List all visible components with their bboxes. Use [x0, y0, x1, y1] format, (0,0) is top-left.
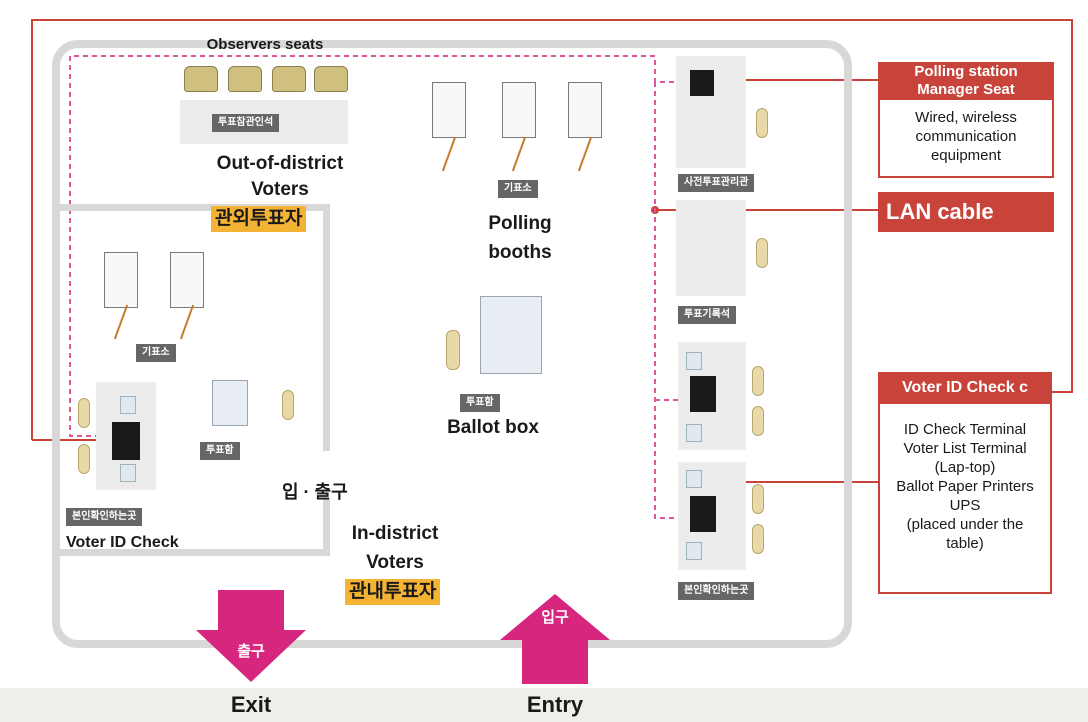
inner-wall-vertical-upper: [323, 211, 330, 451]
voter-id-check-body-line: ID Check Terminal: [903, 421, 1027, 438]
chair: [752, 406, 764, 436]
record-desk-label: 투표기록석: [678, 306, 736, 324]
voter-id-check-body-line: Voter List Terminal: [903, 440, 1027, 457]
in-district-line1: In-district: [351, 523, 439, 544]
chair: [752, 524, 764, 554]
chair: [282, 390, 294, 420]
ballot-printer: [686, 352, 702, 370]
inner-wall-bottom: [60, 549, 330, 556]
polling-booth: [568, 82, 602, 138]
entry-caption: Entry: [526, 692, 584, 717]
chair: [756, 108, 768, 138]
left-booths-label-ko: 기표소: [136, 344, 176, 362]
voter-id-check-title: Voter ID Check c: [878, 372, 1052, 404]
polling-booth: [502, 82, 536, 138]
voter-id-check-body-line: UPS: [949, 497, 981, 514]
ballot-printer: [686, 542, 702, 560]
chair: [78, 398, 90, 428]
id-check-terminal: [690, 496, 716, 532]
entry-arrow-label: 입구: [541, 609, 569, 626]
observer-seat: [314, 66, 348, 92]
voter-id-check-box: [878, 372, 1052, 594]
bottom-band: [0, 688, 1088, 722]
manager-seat-title: Polling station Manager Seat: [878, 62, 1054, 100]
polling-booth: [432, 82, 466, 138]
exit-caption: Exit: [230, 692, 272, 717]
manager-seat-body: Wired, wireless communication equipment: [880, 108, 1052, 165]
chair: [446, 330, 460, 370]
inner-wall-vertical-lower: [323, 498, 330, 556]
observer-seat: [184, 66, 218, 92]
ballot-printer: [686, 424, 702, 442]
polling-booths-line2: booths: [488, 242, 552, 263]
polling-booths-line1: Polling: [488, 213, 552, 234]
manager-seat-body-line: Wired, wireless: [915, 109, 1017, 126]
observer-seat: [272, 66, 306, 92]
voter-id-check-body-line: table): [946, 535, 984, 552]
manager-desk-label: 사전투표관리관: [678, 174, 755, 192]
polling-booth: [170, 252, 204, 308]
left-id-check-label-ko: 본인확인하는곳: [66, 508, 143, 526]
observer-seat: [228, 66, 262, 92]
lan-dashed-network: [69, 55, 690, 437]
center-ballot-box: [480, 296, 542, 374]
voter-id-check-body-line: (Lap-top): [934, 459, 996, 476]
manager-seat-title-line2: Manager Seat: [917, 81, 1015, 98]
exit-arrow-icon: [196, 590, 306, 682]
doorway-label: 입 · 출구: [282, 482, 348, 502]
record-desk: [676, 200, 746, 296]
ballot-printer: [120, 396, 136, 414]
polling-hall-wall: [52, 40, 852, 648]
polling-booth: [104, 252, 138, 308]
chair: [756, 238, 768, 268]
voter-id-check-body-line: Ballot Paper Printers: [896, 478, 1034, 495]
chair: [752, 484, 764, 514]
lan-cable-label: LAN cable: [878, 192, 1054, 232]
in-district-line2: Voters: [366, 552, 424, 573]
exit-arrow-label: 출구: [237, 643, 265, 660]
in-district-korean: 관내투표자: [345, 579, 441, 605]
center-ballot-box-label-en: Ballot box: [447, 417, 539, 438]
ballot-printer: [120, 464, 136, 482]
observer-desk-label: 투표참관인석: [212, 114, 280, 132]
chair: [752, 366, 764, 396]
voter-id-check-body: ID Check Terminal Voter List Terminal (L…: [878, 420, 1052, 553]
manager-seat-body-line: communication: [915, 128, 1017, 145]
id-check-terminal: [112, 422, 140, 460]
manager-equipment: [690, 70, 714, 96]
voter-id-check-body-line: (placed under the: [906, 516, 1024, 533]
id-check-terminal: [690, 376, 716, 412]
out-of-district-korean: 관외투표자: [211, 206, 307, 232]
manager-seat-body-line: equipment: [930, 147, 1002, 164]
right-id-check-label: 본인확인하는곳: [678, 582, 755, 600]
chair: [78, 444, 90, 474]
left-id-check-label-en: Voter ID Check: [66, 534, 179, 551]
entry-arrow-icon: [500, 594, 610, 684]
out-of-district-line2: Voters: [251, 179, 309, 200]
center-ballot-box-label-ko: 투표함: [460, 394, 500, 412]
manager-seat-title-line1: Polling station: [914, 63, 1018, 80]
ballot-printer: [686, 470, 702, 488]
observers-title: Observers seats: [206, 36, 324, 53]
left-ballot-box-label-ko: 투표함: [200, 442, 240, 460]
outer-cable: [31, 19, 1073, 440]
inner-wall-horizontal: [60, 204, 330, 211]
out-of-district-line1: Out-of-district: [216, 153, 344, 174]
polling-booths-label-ko: 기표소: [498, 180, 538, 198]
left-ballot-box: [212, 380, 248, 426]
